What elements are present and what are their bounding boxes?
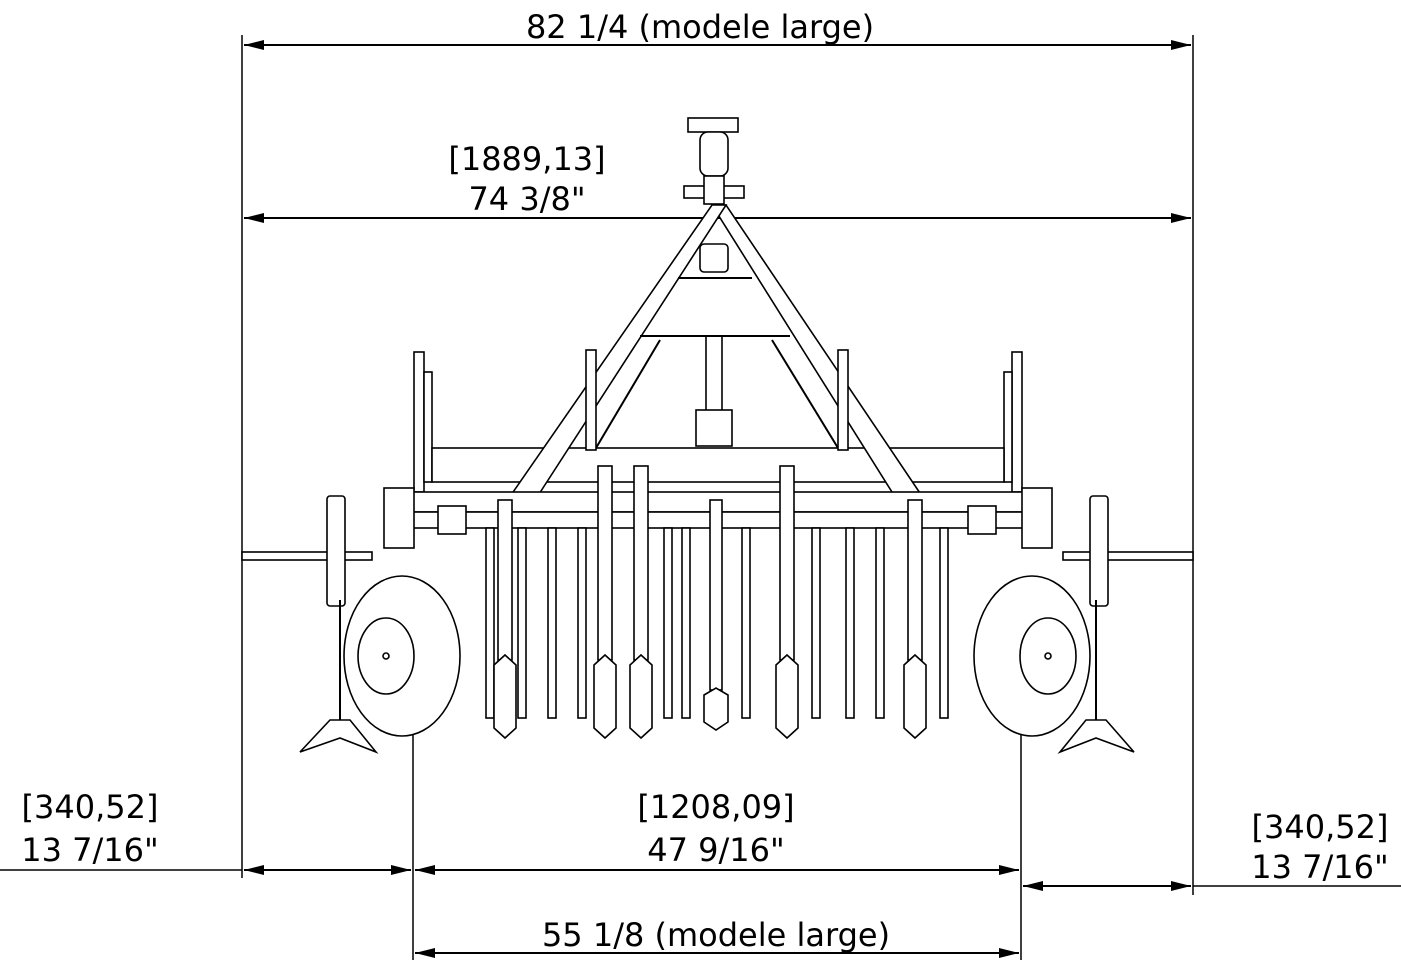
implement-drawing <box>241 117 1194 754</box>
label-right-offset-in: 13 7/16" <box>1251 848 1388 886</box>
top-hitch <box>683 117 745 447</box>
axle-stubs <box>241 551 1194 561</box>
main-toolbar <box>383 487 1053 549</box>
dimension-lines <box>244 40 1191 958</box>
left-gauge-wheel <box>299 495 461 754</box>
label-overall-wide: 82 1/4 (modele large) <box>526 8 874 46</box>
label-left-offset-mm: [340,52] <box>22 788 159 826</box>
right-gauge-wheel <box>973 495 1135 754</box>
label-center-wide: 55 1/8 (modele large) <box>542 916 890 954</box>
label-overall-in: 74 3/8" <box>468 180 585 218</box>
shanks <box>493 465 927 740</box>
label-center-in: 47 9/16" <box>647 831 784 869</box>
label-right-offset-mm: [340,52] <box>1252 808 1389 846</box>
tines <box>485 527 949 719</box>
label-overall-mm: [1889,13] <box>448 140 605 178</box>
dimension-labels: 82 1/4 (modele large) [1889,13] 74 3/8" … <box>21 8 1388 954</box>
label-left-offset-in: 13 7/16" <box>21 831 158 869</box>
label-center-mm: [1208,09] <box>637 788 794 826</box>
